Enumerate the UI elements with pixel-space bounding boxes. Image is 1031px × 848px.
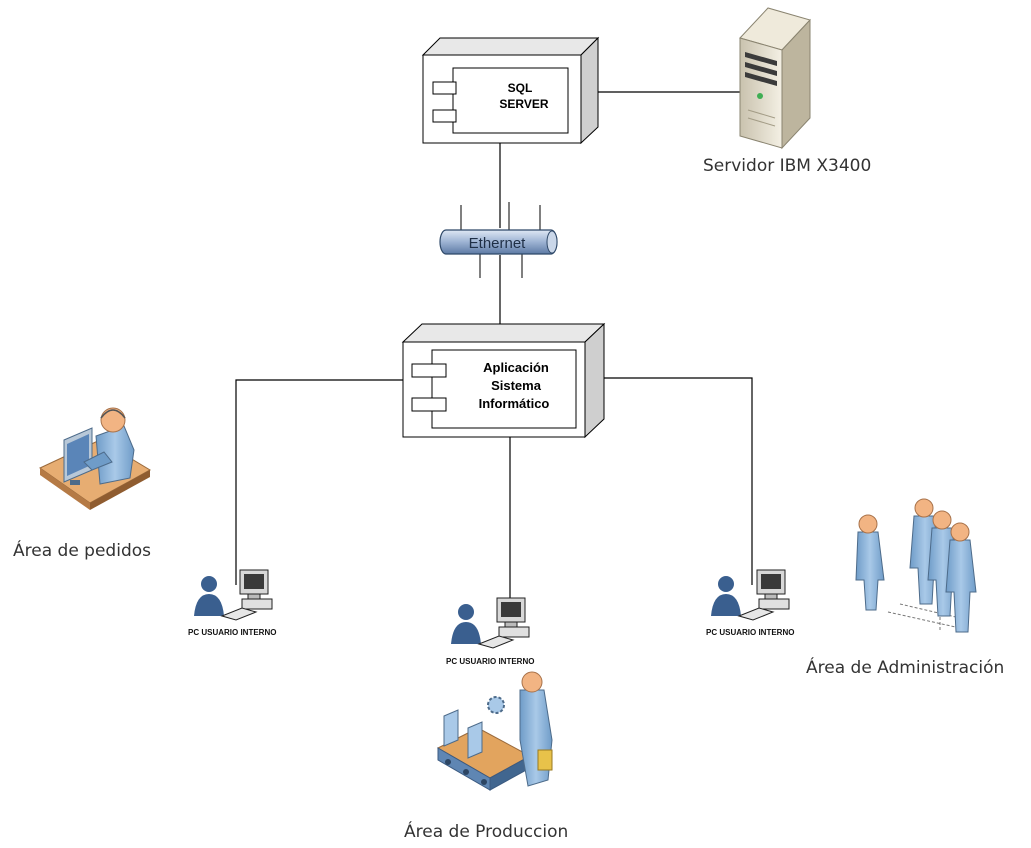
link-app-pc-left [235, 379, 403, 585]
admin-group-icon [855, 498, 977, 633]
pc-label-center: PC USUARIO INTERNO [446, 657, 535, 666]
area-administracion-label: Área de Administración [806, 658, 1005, 678]
server-tower-icon [739, 7, 811, 150]
pc-label-left: PC USUARIO INTERNO [188, 628, 277, 637]
component-tab [411, 363, 447, 378]
connector-lines [235, 91, 753, 600]
sql-server-title-1: SQL [508, 81, 533, 95]
app-title-1: Aplicación [483, 360, 549, 375]
operator-at-desk-icon [39, 407, 152, 510]
app-title-2: Sistema [491, 378, 542, 393]
link-app-pc-right [594, 377, 753, 585]
pc-label-right: PC USUARIO INTERNO [706, 628, 795, 637]
area-produccion-label: Área de Produccion [404, 822, 569, 842]
pc-user-icon [194, 569, 273, 621]
sql-server-title-2: SERVER [499, 97, 548, 111]
component-tab [432, 109, 457, 123]
pc-user-icon [711, 569, 790, 621]
component-tab [411, 397, 447, 412]
production-line-icon [436, 671, 553, 791]
area-pedidos-label: Área de pedidos [13, 541, 151, 561]
app-node: Aplicación Sistema Informático [401, 322, 606, 439]
ethernet-bus: Ethernet [439, 202, 558, 278]
server-label: Servidor IBM X3400 [703, 156, 872, 176]
pc-user-icon [451, 597, 530, 649]
ethernet-label: Ethernet [469, 235, 527, 252]
component-tab [432, 81, 457, 95]
sql-server-node: SQL SERVER [421, 36, 600, 145]
app-title-3: Informático [479, 396, 550, 411]
